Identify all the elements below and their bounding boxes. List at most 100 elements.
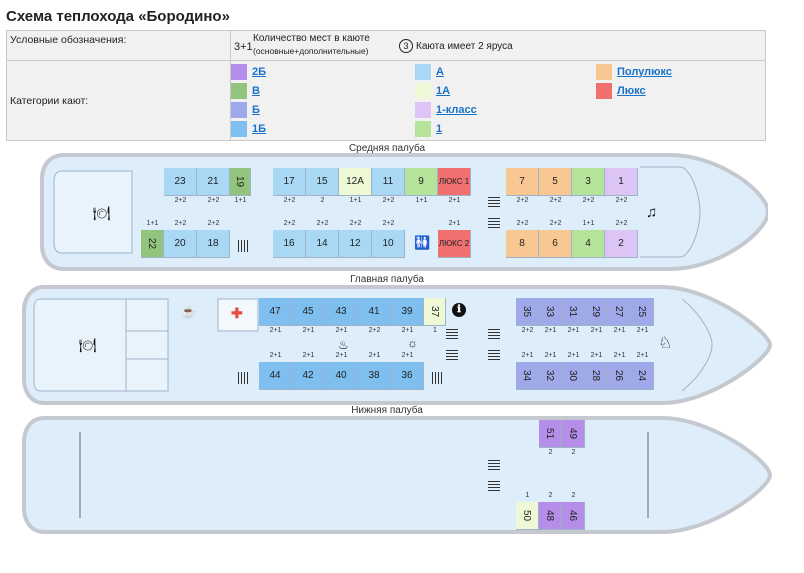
cabin-main-7[interactable]: 33: [539, 298, 562, 326]
cabin-number: 12А: [346, 176, 364, 187]
cabin-middle-15[interactable]: 18: [197, 230, 230, 258]
category-link[interactable]: 1Б: [252, 122, 267, 135]
cabin-capacity: 2+2: [382, 197, 395, 204]
cabin-main-19[interactable]: 30: [562, 362, 585, 390]
cabin-main-9[interactable]: 29: [585, 298, 608, 326]
legend-table: Условные обозначения: 3+1 Количество мес…: [6, 30, 766, 141]
cabin-lower-3[interactable]: 48: [539, 502, 562, 530]
cabin-middle-8[interactable]: ЛЮКС 1: [438, 168, 471, 196]
cabin-main-0[interactable]: 47: [259, 298, 292, 326]
hull-lower: [22, 416, 772, 534]
cabin-number: 20: [174, 238, 186, 249]
tier-circle-icon: 3: [399, 39, 413, 53]
cabin-middle-16[interactable]: 16: [273, 230, 306, 258]
cabin-middle-1[interactable]: 21: [197, 168, 230, 196]
stairs-icon: [488, 481, 500, 491]
cabin-main-16[interactable]: 36: [391, 362, 424, 390]
cabin-main-3[interactable]: 41: [358, 298, 391, 326]
cabin-capacity: 2+1: [335, 352, 348, 359]
cabin-main-12[interactable]: 44: [259, 362, 292, 390]
cabin-middle-21[interactable]: 8: [506, 230, 539, 258]
cabin-capacity: 2+2: [174, 197, 187, 204]
cabin-lower-4[interactable]: 46: [562, 502, 585, 530]
cabin-middle-23[interactable]: 4: [572, 230, 605, 258]
cabin-number: 24: [636, 369, 648, 382]
cabin-main-5[interactable]: 37: [424, 298, 446, 326]
cabin-middle-6[interactable]: 11: [372, 168, 405, 196]
cabin-middle-22[interactable]: 6: [539, 230, 572, 258]
cabin-middle-24[interactable]: 2: [605, 230, 638, 258]
cabin-main-6[interactable]: 35: [516, 298, 539, 326]
page-title: Схема теплохода «Бородино»: [6, 8, 230, 25]
category-link[interactable]: 1: [436, 122, 443, 135]
cabin-capacity: 1: [525, 492, 530, 499]
cabin-main-18[interactable]: 32: [539, 362, 562, 390]
cabin-capacity: 2+2: [368, 327, 381, 334]
cabin-capacity: 2+1: [544, 352, 557, 359]
cabin-middle-2[interactable]: 19: [230, 168, 251, 196]
cabin-middle-11[interactable]: 3: [572, 168, 605, 196]
stairs-icon: [488, 329, 500, 339]
cabin-main-4[interactable]: 39: [391, 298, 424, 326]
stairs-icon: [238, 372, 248, 384]
cabin-main-17[interactable]: 34: [516, 362, 539, 390]
cabin-number: 15: [316, 176, 328, 187]
cabin-lower-1[interactable]: 49: [562, 420, 585, 448]
cabin-middle-13[interactable]: 22: [141, 230, 164, 258]
tier-text: Каюта имеет 2 яруса: [416, 41, 513, 52]
cabin-number: 17: [283, 176, 295, 187]
cabin-capacity: 2+1: [448, 197, 461, 204]
cabin-main-20[interactable]: 28: [585, 362, 608, 390]
cabin-middle-17[interactable]: 14: [306, 230, 339, 258]
cabin-middle-12[interactable]: 1: [605, 168, 638, 196]
cabin-number: 7: [519, 176, 525, 187]
category-link[interactable]: 1-класс: [436, 103, 477, 116]
cabin-middle-20[interactable]: ЛЮКС 2: [438, 230, 471, 258]
cabin-capacity: 2: [320, 197, 325, 204]
cabin-main-22[interactable]: 24: [631, 362, 654, 390]
cabin-capacity: 2+2: [521, 327, 534, 334]
cabin-capacity: 2+2: [316, 220, 329, 227]
category-swatch: [231, 120, 247, 137]
category-swatch: [231, 63, 247, 80]
cabin-main-2[interactable]: 43: [325, 298, 358, 326]
cabin-middle-10[interactable]: 5: [539, 168, 572, 196]
cabin-main-14[interactable]: 40: [325, 362, 358, 390]
cabin-lower-2[interactable]: 50: [516, 502, 539, 530]
cabin-lower-0[interactable]: 51: [539, 420, 562, 448]
category-link[interactable]: 2Б: [252, 65, 267, 78]
cabin-capacity: 2+2: [615, 220, 628, 227]
cabin-capacity: 1+1: [582, 220, 595, 227]
category-link[interactable]: 1А: [436, 84, 451, 97]
category-9: Люкс: [596, 82, 646, 99]
conventions-label-cell: Условные обозначения:: [6, 30, 231, 61]
cabin-middle-14[interactable]: 20: [164, 230, 197, 258]
cabin-main-1[interactable]: 45: [292, 298, 325, 326]
cabin-middle-4[interactable]: 15: [306, 168, 339, 196]
cabin-main-15[interactable]: 38: [358, 362, 391, 390]
category-link[interactable]: Б: [252, 103, 260, 116]
cabin-number: 16: [283, 238, 295, 249]
cabin-main-10[interactable]: 27: [608, 298, 631, 326]
cabin-number: ЛЮКС 2: [438, 239, 470, 248]
places-subtext: (основные+дополнительные): [253, 46, 369, 56]
cabin-middle-3[interactable]: 17: [273, 168, 306, 196]
cabin-middle-18[interactable]: 12: [339, 230, 372, 258]
cabin-middle-5[interactable]: 12А: [339, 168, 372, 196]
cabin-main-11[interactable]: 25: [631, 298, 654, 326]
category-link[interactable]: А: [436, 65, 444, 78]
cabin-middle-19[interactable]: 10: [372, 230, 405, 258]
cabin-number: 41: [368, 306, 380, 317]
cabin-middle-9[interactable]: 7: [506, 168, 539, 196]
cabin-main-8[interactable]: 31: [562, 298, 585, 326]
category-link[interactable]: Полулюкс: [617, 65, 673, 78]
category-link[interactable]: Люкс: [617, 84, 646, 97]
cabin-middle-7[interactable]: 9: [405, 168, 438, 196]
cabin-number: 21: [207, 176, 219, 187]
cabin-main-13[interactable]: 42: [292, 362, 325, 390]
cabin-number: 1: [618, 176, 624, 187]
cabin-main-21[interactable]: 26: [608, 362, 631, 390]
category-link[interactable]: В: [252, 84, 260, 97]
cabin-middle-0[interactable]: 23: [164, 168, 197, 196]
